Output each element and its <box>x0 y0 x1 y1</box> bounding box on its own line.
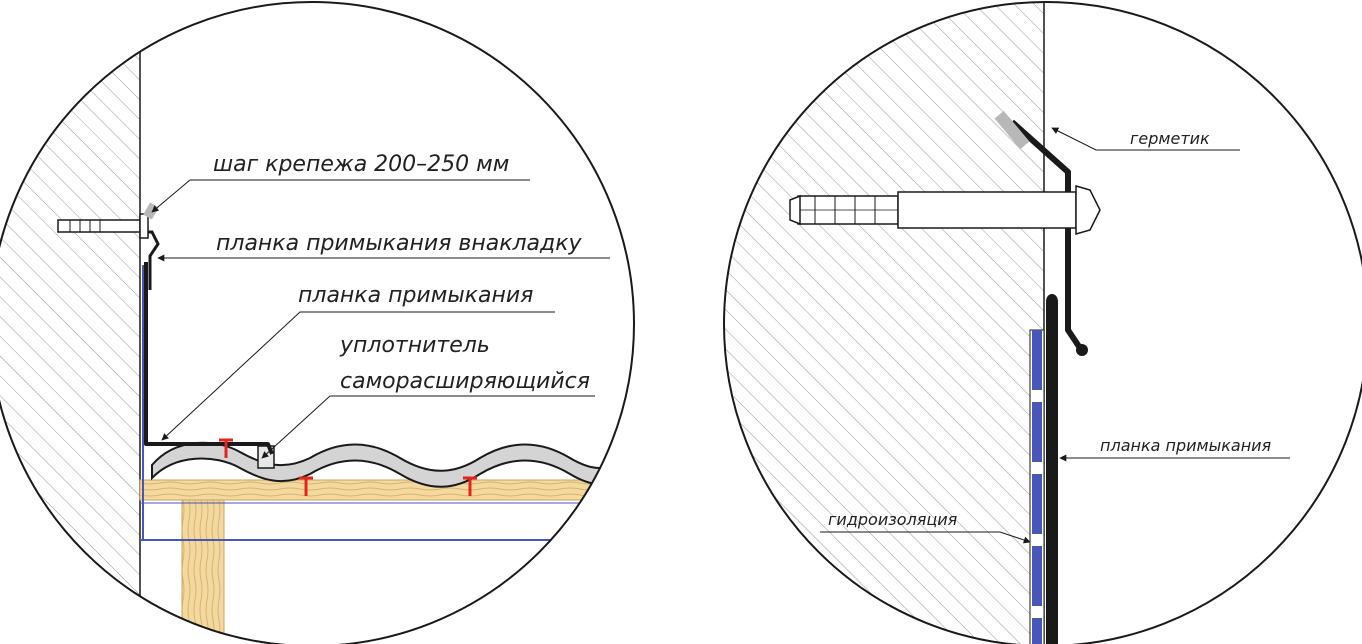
screw-1 <box>219 438 233 458</box>
label-sealant-line2: саморасширяющийся <box>340 369 590 394</box>
label-fastening-step: шаг крепежа 200–250 мм <box>213 152 509 177</box>
leader-sealant-right <box>1051 127 1240 151</box>
right-top-flashing <box>1010 119 1083 350</box>
left-batten <box>139 479 631 501</box>
left-flashing <box>144 262 274 455</box>
left-leaders <box>151 179 610 459</box>
right-detail-border <box>723 1 1362 644</box>
left-screws <box>219 438 477 496</box>
leader-fastening-step <box>151 179 530 213</box>
right-sealant <box>994 110 1030 150</box>
label-overlay-flashing: планка примыкания внакладку <box>216 231 583 256</box>
left-rafter <box>181 499 225 644</box>
screw-3 <box>463 476 477 496</box>
label-sealant-right: герметик <box>1130 129 1210 148</box>
label-flashing-right: планка примыкания <box>1100 436 1272 455</box>
right-flashing <box>1046 294 1058 644</box>
leader-flashing <box>161 311 555 441</box>
left-detail <box>0 2 631 644</box>
label-sealant-line1: уплотнитель <box>339 333 490 358</box>
left-wall-anchor <box>57 202 159 239</box>
label-waterproofing: гидроизоляция <box>828 510 958 529</box>
right-leaders <box>820 127 1290 544</box>
right-waterproofing <box>1029 329 1045 644</box>
right-wall-hatch <box>724 2 1044 644</box>
right-wall-anchor <box>789 185 1101 235</box>
left-detail-border <box>0 1 635 644</box>
label-flashing-left: планка примыкания <box>298 283 533 308</box>
left-wall-hatch <box>0 2 140 644</box>
left-membrane <box>140 265 630 541</box>
screw-2 <box>299 476 313 496</box>
right-detail <box>724 2 1290 644</box>
leader-sealant <box>261 395 595 459</box>
leader-waterproofing <box>820 531 1031 544</box>
